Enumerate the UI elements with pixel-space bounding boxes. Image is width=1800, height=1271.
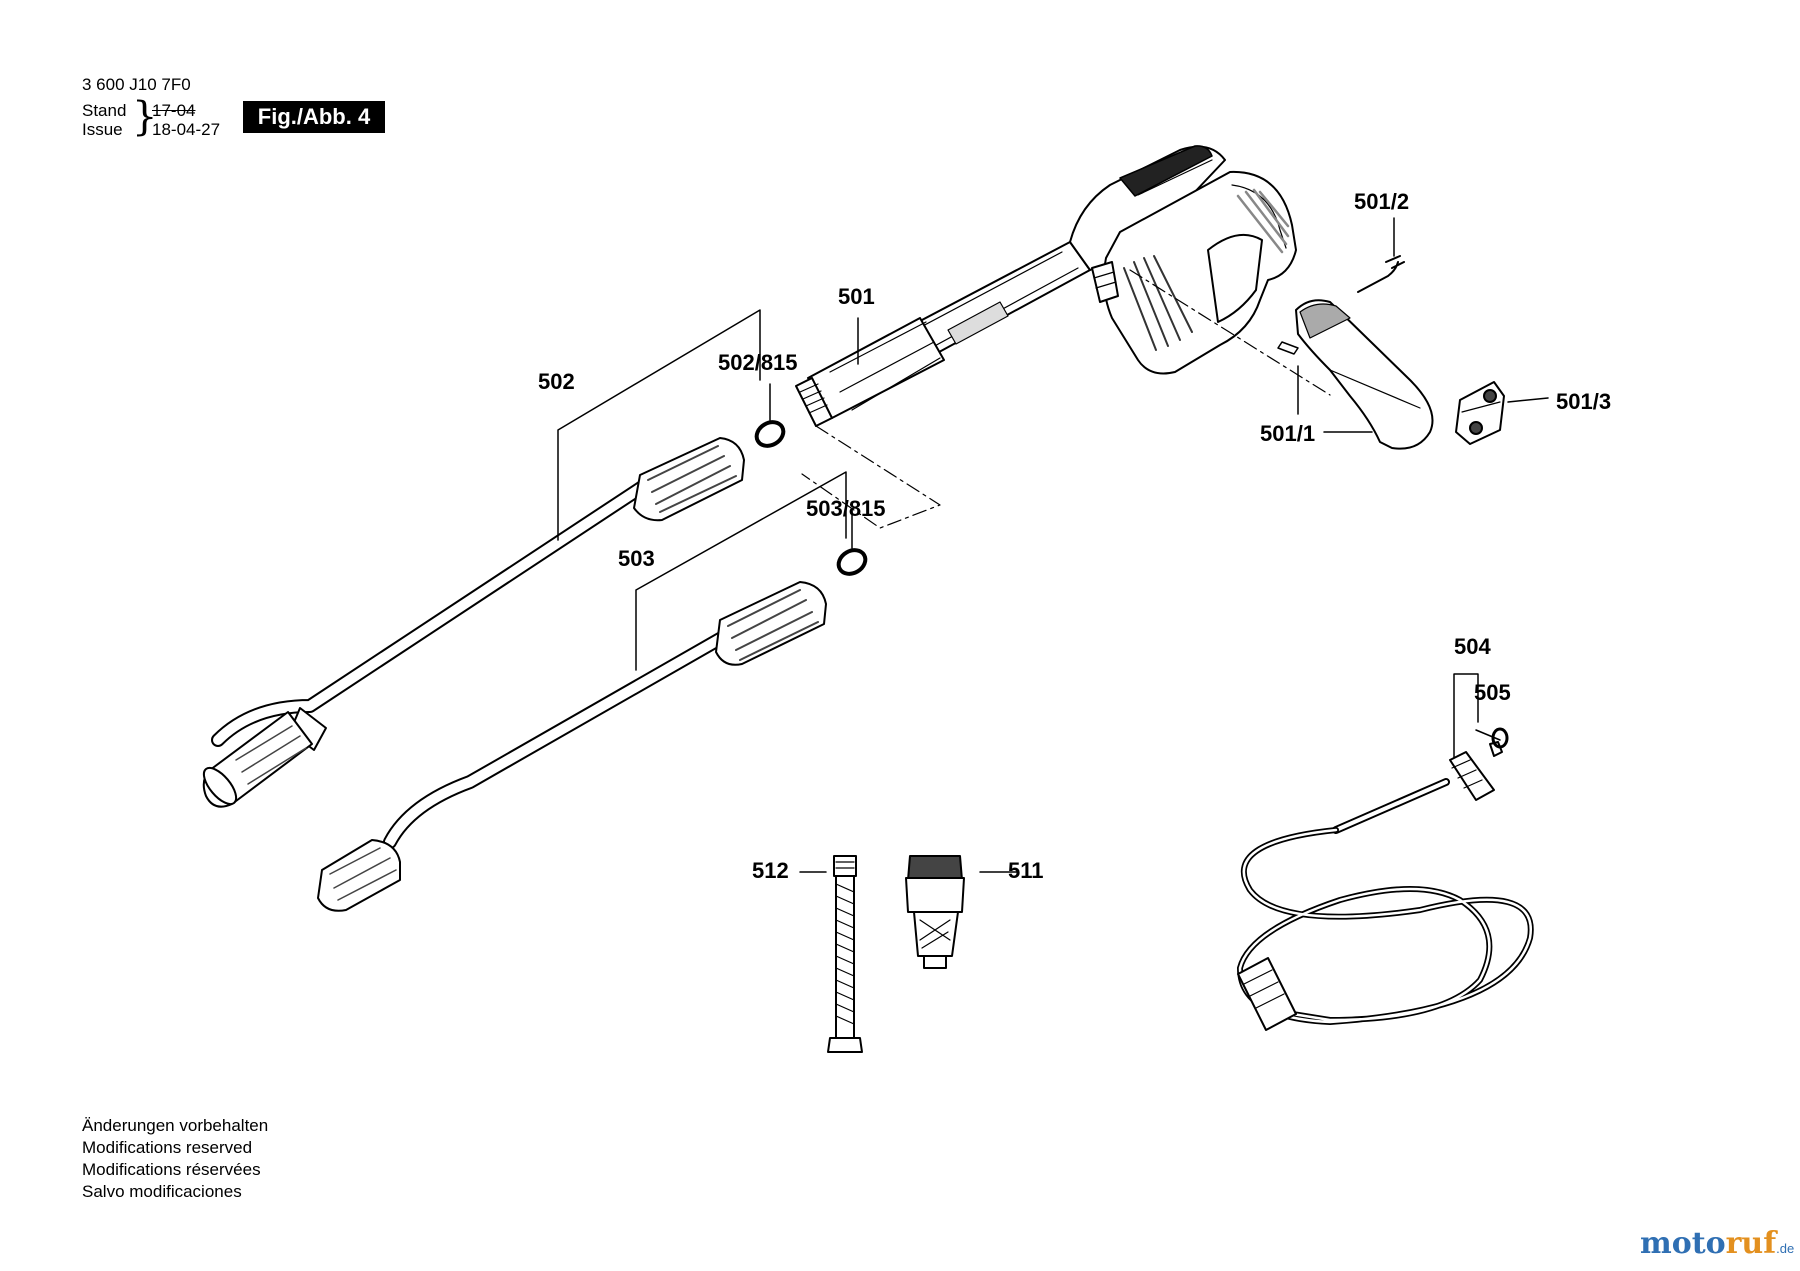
part-label-505: 505 [1474, 680, 1511, 705]
lance-502 [202, 437, 745, 808]
note-french: Modifications réservées [82, 1160, 261, 1179]
note-english: Modifications reserved [82, 1138, 253, 1157]
o-ring-505 [1491, 727, 1509, 749]
spray-gun-501 [795, 145, 1297, 427]
part-label-502-815: 502/815 [718, 350, 798, 375]
connector-512 [827, 855, 863, 1053]
leader-lines [557, 217, 1549, 873]
hose-504 [1237, 741, 1534, 1031]
lance-503 [317, 581, 827, 912]
assembly-line [801, 425, 941, 529]
figure-label: Fig./Abb. 4 [243, 101, 385, 133]
part-label-503-815: 503/815 [806, 496, 886, 521]
part-label-504: 504 [1454, 634, 1491, 659]
part-label-503: 503 [618, 546, 655, 571]
part-label-502: 502 [538, 369, 575, 394]
part-label-501: 501 [838, 284, 875, 309]
part-label-501-3: 501/3 [1556, 389, 1612, 414]
part-label-501-1: 501/1 [1260, 421, 1316, 446]
o-ring-502-815 [754, 420, 786, 448]
issue-date: 18-04-27 [152, 120, 221, 139]
stand-label: Stand [82, 101, 127, 120]
spring-501-2 [1357, 255, 1405, 293]
part-label-512: 512 [752, 858, 789, 883]
clip-501-3 [1455, 381, 1505, 445]
o-ring-503-815 [836, 548, 868, 576]
issue-label: Issue [82, 120, 123, 139]
document-code: 3 600 J10 7F0 [82, 75, 191, 94]
filter-511 [905, 855, 965, 969]
old-date: 17-04 [152, 101, 196, 120]
trigger-501-1 [1277, 299, 1434, 450]
header-brace: } [132, 94, 158, 140]
part-label-501-2: 501/2 [1354, 189, 1410, 214]
note-german: Änderungen vorbehalten [82, 1116, 269, 1135]
note-spanish: Salvo modificaciones [82, 1182, 242, 1201]
part-label-511: 511 [1008, 858, 1044, 883]
watermark-logo: motoruf.de [1640, 1226, 1795, 1261]
modification-notes: Änderungen vorbehalten Modifications res… [82, 1115, 268, 1203]
